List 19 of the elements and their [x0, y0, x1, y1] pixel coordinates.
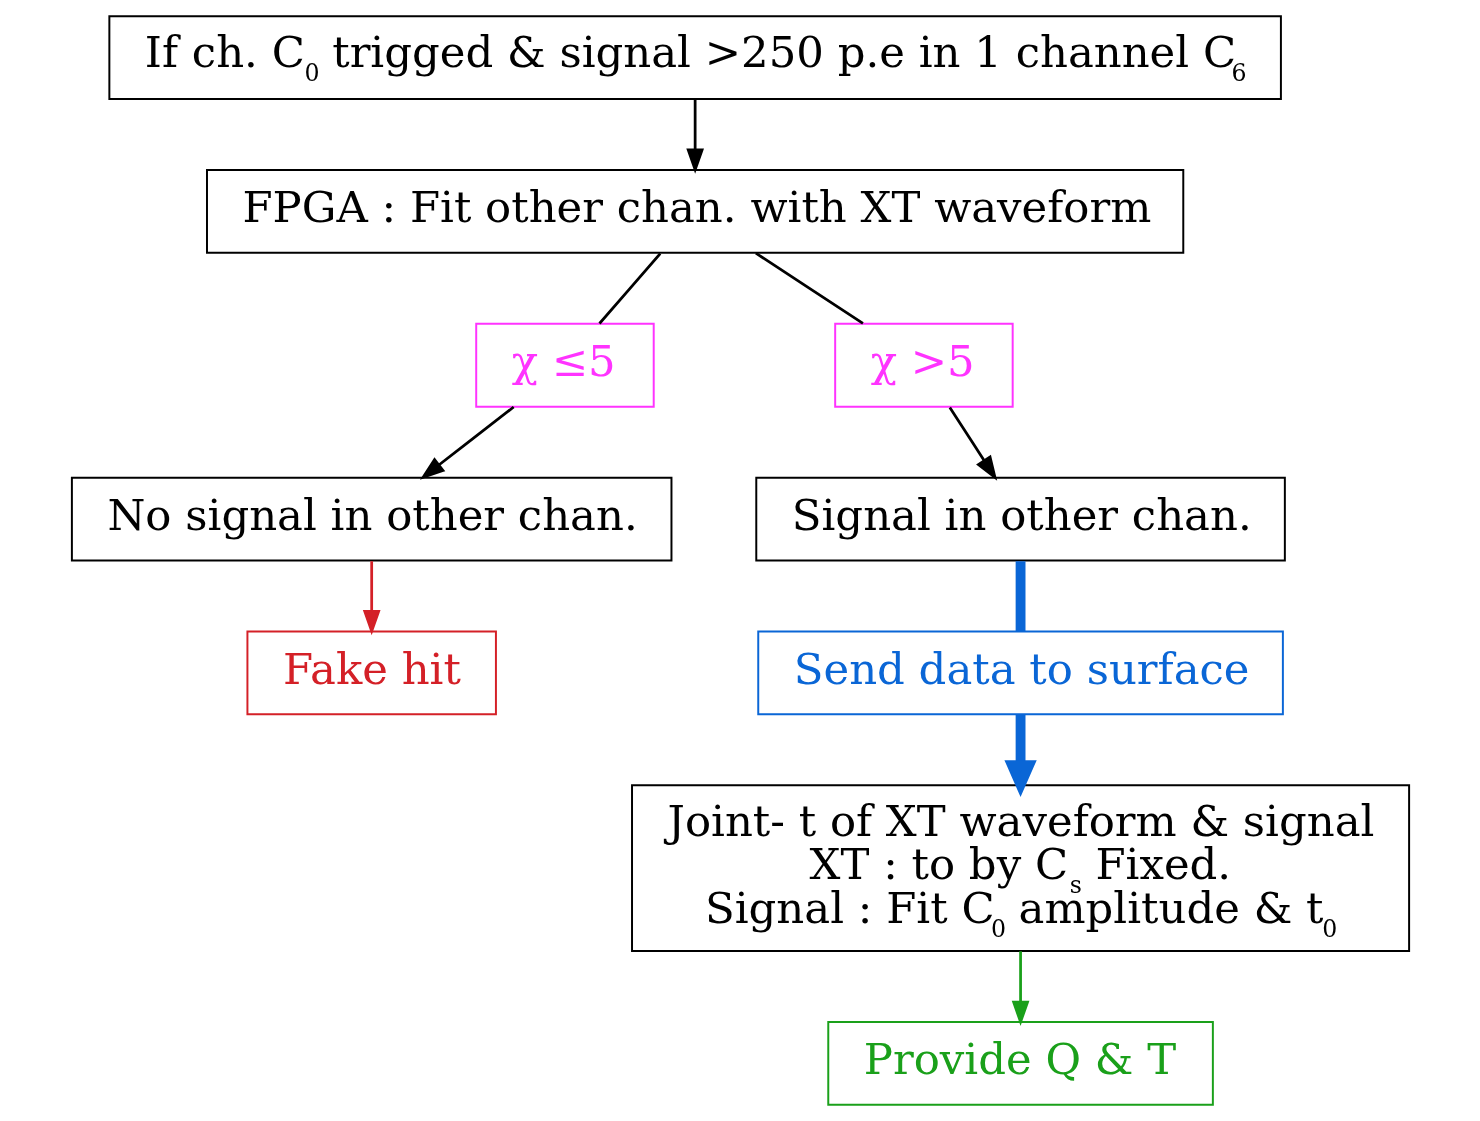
node-box: χ >5: [833, 322, 1014, 408]
node-box: Fake hit: [245, 630, 497, 716]
node-box: Signal in other chan.: [754, 476, 1286, 562]
arrow: [419, 405, 515, 480]
arrow: [1011, 951, 1029, 1027]
node-box: If ch. C$_{0}$ trigged & signal >250 p.e in 1 channel C$_{6}$: [107, 15, 1282, 100]
arrow: [362, 561, 381, 636]
connector: [597, 252, 661, 325]
arrow: [948, 406, 997, 481]
node-box: Send data to surface: [756, 630, 1284, 716]
connector: [754, 252, 864, 325]
node-box: FPGA : Fit other chan. with XT waveform: [205, 169, 1184, 254]
node-box: Joint- t of XT waveform & signal XT : to by C$_{s}$ Fixed. Signal : Fit C$_{0}$ amplitude & t$_{0}$: [630, 784, 1410, 952]
node-box: No signal in other chan.: [70, 476, 672, 562]
arrow: [685, 99, 704, 174]
connector: [1015, 561, 1025, 632]
node-box: χ ≤5: [474, 322, 655, 408]
arrow: [1003, 714, 1037, 798]
node-box: Provide Q & T: [826, 1021, 1214, 1106]
